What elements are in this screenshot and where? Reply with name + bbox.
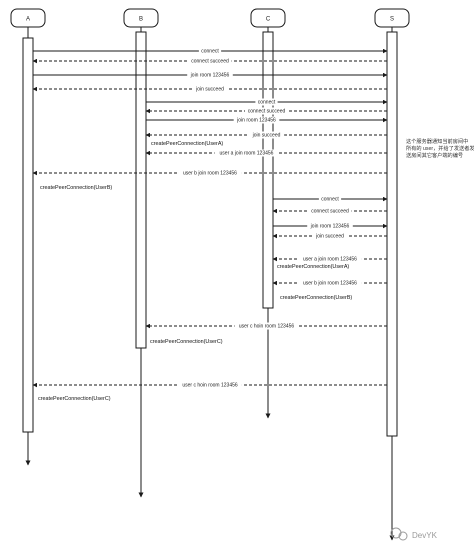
action-label: createPeerConnection(UserB) — [280, 295, 352, 301]
note-line: 所有的 user，并给了发送者发 — [406, 144, 474, 152]
message: connect — [33, 47, 388, 55]
message-label-bg — [192, 85, 228, 93]
message-label: user c hoin room 123456 — [182, 383, 238, 389]
message: connect succeed — [272, 207, 387, 215]
message-label: join room 123456 — [236, 118, 276, 124]
action-label: createPeerConnection(UserC) — [150, 339, 223, 345]
participant-b-label: B — [139, 17, 143, 23]
message: connect — [273, 195, 388, 203]
participant-s-label: S — [390, 17, 394, 23]
message: user c hoin room 123456 — [145, 322, 387, 330]
message-label-bg — [318, 195, 342, 203]
participant-b-box — [123, 8, 159, 28]
wechat-icon — [390, 527, 402, 539]
message-label-bg — [234, 322, 299, 330]
message-label: user a join room 123456 — [303, 257, 357, 263]
message-label: user a join room 123456 — [220, 151, 274, 157]
activation-bar-s — [386, 31, 398, 437]
watermark: DevYK — [390, 527, 438, 541]
message: join succeed — [145, 131, 387, 139]
message-label: join succeed — [315, 234, 344, 240]
activation-bar-c — [262, 31, 274, 309]
message-label-bg — [307, 222, 353, 230]
message-label: user c hoin room 123456 — [239, 324, 295, 330]
message-label: connect — [258, 100, 276, 106]
watermark-text: DevYK — [412, 531, 438, 540]
message-label-bg — [198, 47, 222, 55]
action-label: createPeerConnection(UserA) — [277, 264, 349, 270]
message-label-bg — [233, 116, 280, 124]
message-label: connect — [321, 197, 339, 203]
message-label: connect succeed — [191, 59, 229, 65]
message-label: join room 123456 — [190, 73, 230, 79]
message: connect — [146, 98, 388, 106]
message: join succeed — [272, 232, 387, 240]
message: user b join room 123456 — [32, 169, 387, 177]
message-label-bg — [298, 255, 362, 263]
participant-c-label: C — [266, 17, 271, 23]
message-label-bg — [187, 71, 233, 79]
message: join room 123456 — [33, 71, 388, 79]
activation-bar-b — [135, 31, 147, 349]
participant-c-box — [250, 8, 286, 28]
note-line: 送房间其它客户端的编号 — [406, 151, 463, 159]
message-label-bg — [188, 57, 232, 65]
action-label: createPeerConnection(UserC) — [38, 396, 111, 402]
message-label: join room 123456 — [310, 224, 350, 230]
note-line: 这个服务器通知当前房间中 — [406, 137, 468, 145]
message-label-bg — [298, 279, 362, 287]
message: join succeed — [32, 85, 387, 93]
message-label-bg — [312, 232, 348, 240]
message: connect succeed — [32, 57, 387, 65]
message-label: connect succeed — [311, 209, 349, 215]
message: user a join room 123456 — [272, 255, 387, 263]
message-label-bg — [248, 131, 285, 139]
message-label: connect succeed — [248, 109, 286, 115]
message-label: user b join room 123456 — [303, 281, 357, 287]
message-label-bg — [214, 149, 279, 157]
message-label-bg — [245, 107, 288, 115]
message: user a join room 123456 — [145, 149, 387, 157]
message: join room 123456 — [273, 222, 388, 230]
message-label: connect — [201, 49, 219, 55]
participant-a-label: A — [26, 17, 30, 23]
message-label-bg — [255, 98, 278, 106]
message-label: join succeed — [252, 133, 281, 139]
message: user c hoin room 123456 — [32, 381, 387, 389]
message-label: join succeed — [195, 87, 224, 93]
participant-s-box — [374, 8, 410, 28]
message-label-bg — [178, 381, 242, 389]
message: connect succeed — [145, 107, 387, 115]
message: user b join room 123456 — [272, 279, 387, 287]
action-label: createPeerConnection(UserB) — [40, 185, 112, 191]
message-label-bg — [178, 169, 242, 177]
activation-bar-a — [22, 37, 34, 433]
participant-a-box — [10, 8, 46, 28]
action-label: createPeerConnection(UserA) — [151, 141, 223, 147]
message-label: user b join room 123456 — [183, 171, 237, 177]
message: join room 123456 — [146, 116, 388, 124]
message-label-bg — [308, 207, 352, 215]
wechat-icon-bubble — [398, 531, 408, 541]
